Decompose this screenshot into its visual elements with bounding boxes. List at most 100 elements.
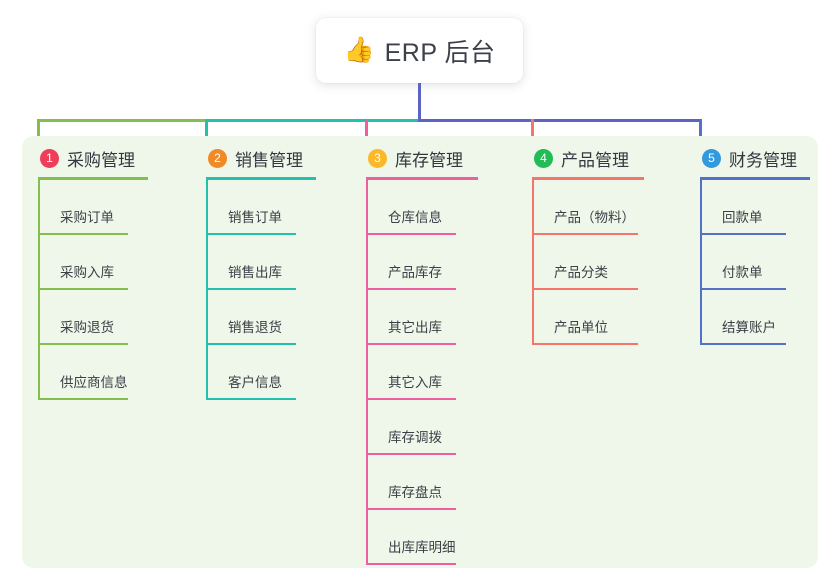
- branch-item[interactable]: 其它出库: [366, 290, 478, 345]
- root-drop-line: [418, 83, 421, 122]
- branch-index-badge: 2: [208, 148, 227, 168]
- branch-item[interactable]: 出库库明细: [366, 510, 478, 565]
- branch-index-badge: 4: [534, 148, 553, 168]
- branch-header-2[interactable]: 2 销售管理: [206, 146, 316, 170]
- branch-item-underline: [532, 288, 638, 290]
- branch-item[interactable]: 供应商信息: [38, 345, 148, 400]
- branch-spine: [38, 180, 40, 400]
- branch-item[interactable]: 结算账户: [700, 290, 810, 345]
- branch-item-label: 客户信息: [228, 375, 282, 390]
- branch-item-list: 产品（物料） 产品分类产品单位: [532, 180, 644, 345]
- branch-item[interactable]: 库存调拨: [366, 400, 478, 455]
- branch-item-list: 销售订单销售出库销售退货客户信息: [206, 180, 316, 400]
- branch-item-underline: [206, 233, 296, 235]
- branch-title-underline: [206, 177, 316, 180]
- branch-drop-line-5: [699, 119, 702, 146]
- branch-item[interactable]: 采购订单: [38, 180, 148, 235]
- branch-spine: [532, 180, 534, 345]
- branch-item-label: 采购订单: [60, 210, 114, 225]
- branch-drop-line-4: [531, 119, 534, 146]
- branch-drop-line-2: [205, 119, 208, 146]
- root-node[interactable]: 👍 ERP 后台: [316, 18, 523, 83]
- branch-item-underline: [206, 343, 296, 345]
- branch-item-label: 产品（物料）: [554, 210, 635, 225]
- branch-title: 销售管理: [235, 150, 303, 170]
- branch-title: 采购管理: [67, 150, 135, 170]
- branch-item-underline: [700, 343, 786, 345]
- branch-title: 产品管理: [561, 150, 629, 170]
- branch-item-label: 库存盘点: [388, 485, 442, 500]
- branch-item-underline: [366, 453, 456, 455]
- branch-item-label: 库存调拨: [388, 430, 442, 445]
- branch-item[interactable]: 销售出库: [206, 235, 316, 290]
- branch-index-badge: 1: [40, 148, 59, 168]
- branch-column-1: 1 采购管理采购订单采购入库采购退货供应商信息: [38, 146, 148, 400]
- branch-item[interactable]: 产品库存: [366, 235, 478, 290]
- branch-item[interactable]: 销售订单: [206, 180, 316, 235]
- branch-item[interactable]: 销售退货: [206, 290, 316, 345]
- branch-title-underline: [700, 177, 810, 180]
- branch-item-label: 销售订单: [228, 210, 282, 225]
- branch-item[interactable]: 产品单位: [532, 290, 644, 345]
- branch-spine: [700, 180, 702, 345]
- branch-item-label: 采购退货: [60, 320, 114, 335]
- branch-item[interactable]: 采购入库: [38, 235, 148, 290]
- branch-item-label: 产品库存: [388, 265, 442, 280]
- branch-item[interactable]: 库存盘点: [366, 455, 478, 510]
- branch-column-2: 2 销售管理销售订单销售出库销售退货客户信息: [206, 146, 316, 400]
- branch-item-underline: [366, 288, 456, 290]
- branch-item-label: 回款单: [722, 210, 763, 225]
- branch-item-label: 采购入库: [60, 265, 114, 280]
- branch-item-label: 结算账户: [722, 320, 776, 335]
- branch-item-underline: [700, 288, 786, 290]
- branch-item[interactable]: 产品（物料）: [532, 180, 644, 235]
- branch-title-underline: [532, 177, 644, 180]
- branch-item-list: 采购订单采购入库采购退货供应商信息: [38, 180, 148, 400]
- branch-item-underline: [366, 398, 456, 400]
- branch-item[interactable]: 采购退货: [38, 290, 148, 345]
- branch-item-label: 供应商信息: [60, 375, 128, 390]
- branch-spine: [206, 180, 208, 400]
- branch-item-underline: [38, 343, 128, 345]
- branch-item-underline: [206, 398, 296, 400]
- branch-item[interactable]: 其它入库: [366, 345, 478, 400]
- branch-item-list: 回款单付款单结算账户: [700, 180, 810, 345]
- branch-header-4[interactable]: 4 产品管理: [532, 146, 644, 170]
- branch-item-label: 其它出库: [388, 320, 442, 335]
- branch-panel: [22, 136, 818, 568]
- branch-item-underline: [700, 233, 786, 235]
- branch-spine: [366, 180, 368, 565]
- branch-item-underline: [532, 233, 638, 235]
- branch-title-underline: [38, 177, 148, 180]
- branch-item-label: 出库库明细: [388, 540, 456, 555]
- branch-title-underline: [366, 177, 478, 180]
- branch-item[interactable]: 仓库信息: [366, 180, 478, 235]
- branch-drop-line-1: [37, 119, 40, 146]
- branch-column-4: 4 产品管理产品（物料） 产品分类产品单位: [532, 146, 644, 345]
- branch-item-underline: [38, 288, 128, 290]
- branch-header-1[interactable]: 1 采购管理: [38, 146, 148, 170]
- branch-item[interactable]: 产品分类: [532, 235, 644, 290]
- branch-item-underline: [38, 233, 128, 235]
- branch-item[interactable]: 客户信息: [206, 345, 316, 400]
- bus-segment-1: [37, 119, 207, 122]
- branch-item[interactable]: 付款单: [700, 235, 810, 290]
- branch-item-label: 产品分类: [554, 265, 608, 280]
- root-node-label: ERP 后台: [384, 38, 496, 67]
- branch-item-label: 其它入库: [388, 375, 442, 390]
- thumbs-up-emoji: 👍: [343, 36, 375, 64]
- branch-item[interactable]: 回款单: [700, 180, 810, 235]
- branch-item-underline: [366, 343, 456, 345]
- branch-item-underline: [366, 233, 456, 235]
- branch-index-badge: 5: [702, 148, 721, 168]
- branch-title: 库存管理: [395, 150, 463, 170]
- branch-item-label: 销售退货: [228, 320, 282, 335]
- branch-item-underline: [532, 343, 638, 345]
- branch-item-underline: [206, 288, 296, 290]
- branch-item-label: 销售出库: [228, 265, 282, 280]
